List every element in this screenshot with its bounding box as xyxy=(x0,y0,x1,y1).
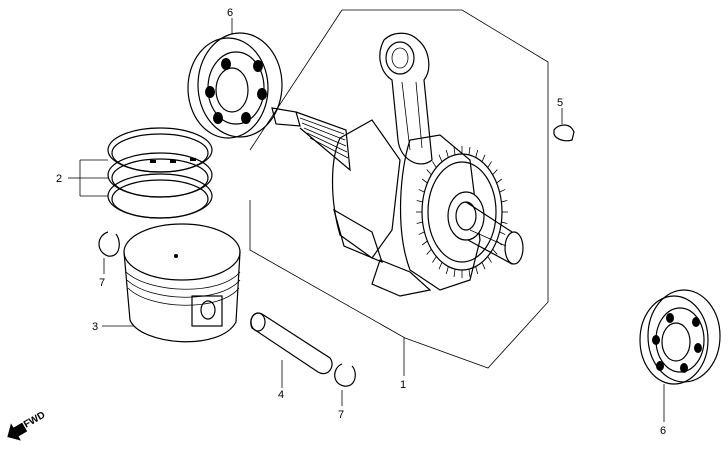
callout-piston-ring-set: 2 xyxy=(56,173,62,185)
gear-tooth xyxy=(453,269,456,278)
callout-crankshaft: 1 xyxy=(400,379,406,391)
callout-clip-left: 7 xyxy=(99,277,105,289)
piston-pin-clip-bottom xyxy=(334,363,356,387)
gear-tooth xyxy=(501,200,508,203)
gear-tooth xyxy=(438,262,443,270)
crankshaft xyxy=(271,32,524,297)
gear-tooth xyxy=(487,161,492,168)
gear-tooth xyxy=(445,266,449,275)
gear-tooth xyxy=(496,178,503,184)
gear-tooth xyxy=(501,221,508,224)
gear-tooth xyxy=(445,149,449,158)
gear-tooth xyxy=(481,154,486,162)
gear-tooth xyxy=(426,169,432,175)
gear-tooth xyxy=(416,200,423,203)
gear-tooth xyxy=(432,161,437,168)
callout-clip-bottom: 7 xyxy=(338,409,344,421)
gear-tooth xyxy=(492,249,498,255)
gear-tooth xyxy=(426,249,432,255)
crankshaft-gear xyxy=(416,146,508,278)
fwd-label: FWD xyxy=(22,410,47,431)
gear-tooth xyxy=(492,169,498,175)
gear-tooth xyxy=(453,146,456,155)
leader-lines xyxy=(68,18,665,422)
gear-tooth xyxy=(418,231,425,235)
gear-tooth xyxy=(475,266,479,275)
callout-bearing-top: 6 xyxy=(227,7,233,19)
gear-tooth xyxy=(475,149,479,158)
gear-tooth xyxy=(499,231,506,235)
bearing-bottom xyxy=(639,289,721,385)
gear-tooth xyxy=(468,146,471,155)
piston xyxy=(123,223,241,343)
callout-woodruff-key: 5 xyxy=(557,97,563,109)
piston-pin-clip-left xyxy=(98,231,120,257)
gear-tooth xyxy=(499,189,506,193)
callout-piston: 3 xyxy=(92,321,98,333)
piston-pin xyxy=(250,312,333,375)
bearing-top xyxy=(187,32,283,139)
fwd-arrow-icon xyxy=(7,422,28,441)
gear-tooth xyxy=(487,256,492,263)
gear-tooth xyxy=(421,178,428,184)
gear-tooth xyxy=(432,256,437,263)
gear-tooth xyxy=(418,189,425,193)
piston-ring-set xyxy=(107,127,213,219)
gear-tooth xyxy=(438,154,443,162)
callout-bearing-bottom: 6 xyxy=(660,425,666,437)
gear-tooth xyxy=(416,221,423,224)
woodruff-key xyxy=(553,124,575,142)
callout-piston-pin: 4 xyxy=(278,389,284,401)
gear-tooth xyxy=(481,262,486,270)
gear-tooth xyxy=(421,240,428,246)
gear-tooth xyxy=(468,269,471,278)
